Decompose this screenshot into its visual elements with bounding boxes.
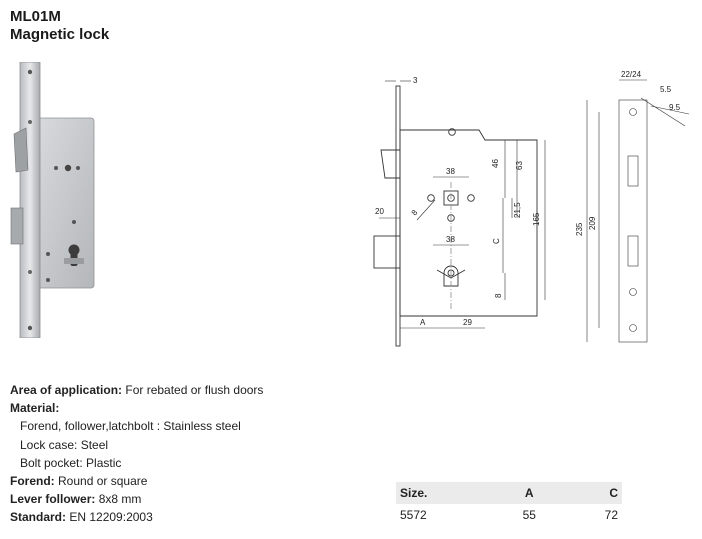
header-size: Size.: [396, 482, 499, 504]
dim-63: 63: [515, 161, 524, 170]
dim-46: 46: [491, 159, 500, 168]
dim-29: 29: [463, 318, 472, 327]
spec-forend-follower: Forend, follower,latchbolt : Stainless s…: [20, 419, 241, 434]
size-table: Size. A C 5572 55 72: [396, 482, 622, 526]
size-table-header: Size. A C: [396, 482, 622, 504]
dim-c: C: [492, 238, 501, 244]
dim-21-5: 21,5: [513, 202, 522, 218]
lock-case-outline: [399, 129, 538, 317]
dim-a: A: [420, 318, 426, 327]
dim-8-right: 8: [494, 293, 503, 298]
model-code: ML01M: [10, 8, 61, 25]
cell-size: 5572: [400, 508, 427, 522]
header-c: C: [560, 482, 622, 504]
forend-front-plate: [395, 85, 401, 347]
spec-lock-case: Lock case: Steel: [20, 437, 109, 452]
dim-3: 3: [413, 76, 418, 85]
dim-209: 209: [588, 216, 597, 230]
dim-8-left: 8: [410, 208, 420, 218]
spec-bolt-pocket: Bolt pocket: Plastic: [20, 455, 122, 470]
dim-22-24: 22/24: [621, 70, 642, 79]
dim-5-5: 5.5: [660, 85, 672, 94]
dim-165: 165: [532, 212, 541, 226]
dim-235: 235: [575, 222, 584, 236]
table-row: 5572 55 72: [396, 504, 622, 526]
cell-a: 55: [522, 508, 536, 522]
product-name: Magnetic lock: [10, 26, 110, 43]
cell-c: 72: [604, 508, 618, 522]
header-a: A: [498, 482, 561, 504]
specifications: Area of application: For rebated or flus…: [10, 381, 263, 527]
cylinder-hole: [443, 265, 459, 287]
dim-38-top: 38: [446, 167, 455, 176]
latchbolt: [380, 149, 400, 179]
spec-material: Material:: [10, 401, 60, 416]
deadbolt: [373, 235, 401, 269]
product-title: ML01M Magnetic lock: [10, 8, 109, 44]
spec-forend: Forend: Round or square: [10, 474, 148, 489]
lock-photo: [10, 62, 95, 338]
spec-area: Area of application: For rebated or flus…: [10, 383, 264, 397]
forend-side-view: [618, 99, 648, 343]
technical-drawing: 3 22/24 5.5 9.5 38 38 46 63 165 21,5 C 8…: [373, 70, 690, 347]
spec-standard: Standard: EN 12209:2003: [10, 510, 153, 525]
dim-9-5: 9.5: [669, 103, 681, 112]
dim-20: 20: [375, 207, 384, 216]
dim-38-bottom: 38: [446, 235, 455, 244]
spec-lever-follower: Lever follower: 8x8 mm: [10, 492, 142, 507]
